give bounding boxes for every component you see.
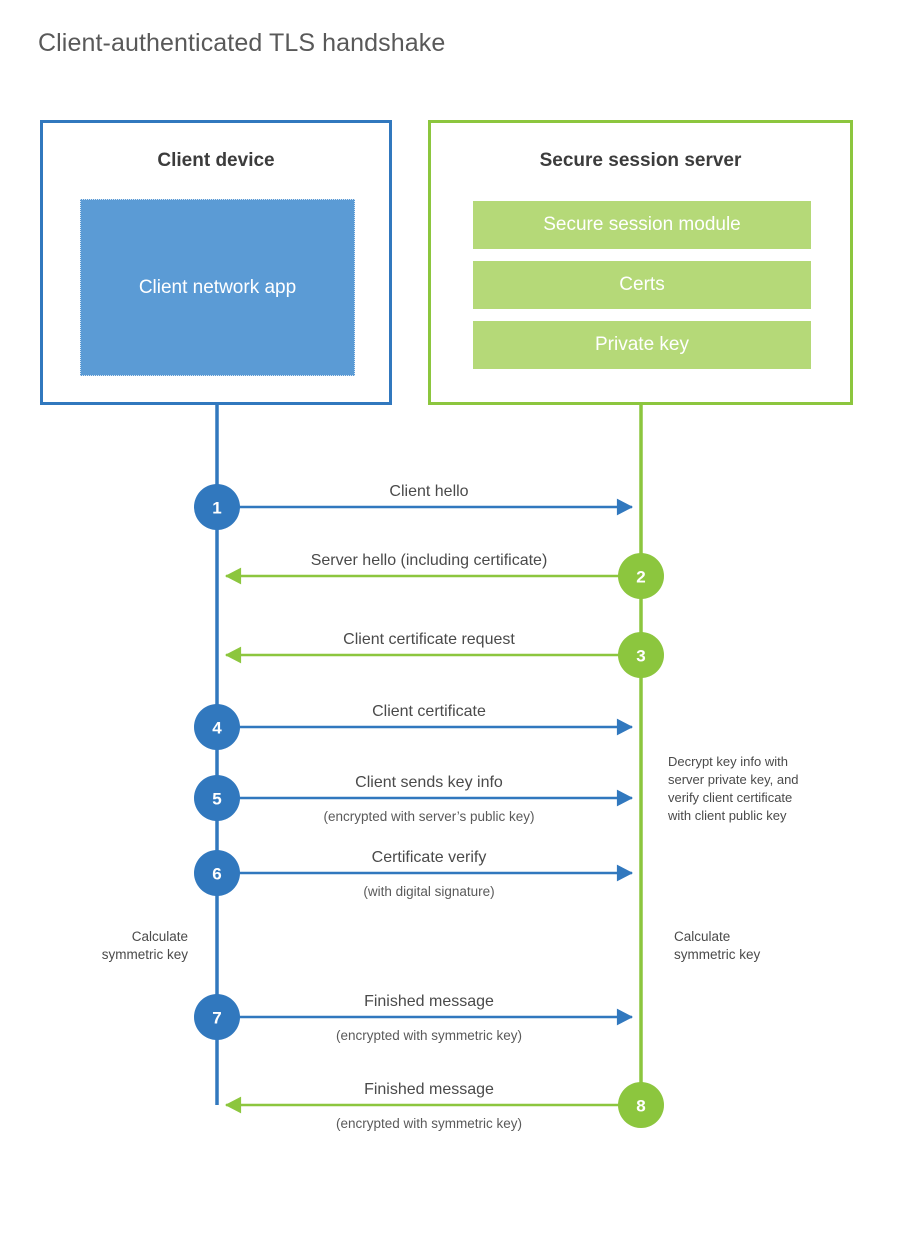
server-decrypt-note-line: Decrypt key info with	[668, 754, 788, 769]
client-calculate-symmetric-key-note-line: symmetric key	[102, 947, 189, 962]
client-device-title: Client device	[157, 150, 275, 171]
step-circle-3[interactable]	[618, 632, 664, 678]
message-label-2: Server hello (including certificate)	[311, 552, 548, 569]
server-component-label: Secure session module	[543, 214, 741, 235]
step-number-6: 6	[212, 865, 221, 884]
step-number-8: 8	[636, 1097, 645, 1116]
step-number-3: 3	[636, 647, 645, 666]
step-circle-4[interactable]	[194, 704, 240, 750]
step-number-2: 2	[636, 568, 645, 587]
page-title: Client-authenticated TLS handshake	[38, 29, 446, 57]
message-step-5: Client sends key info (encrypted with ser…	[194, 774, 634, 824]
client-network-app-label: Client network app	[138, 276, 297, 298]
step-circle-5[interactable]	[194, 775, 240, 821]
step-number-1: 1	[212, 499, 221, 518]
server-calculate-symmetric-key-note: Calculate symmetric key	[674, 929, 761, 962]
message-label-3: Client certificate request	[343, 631, 515, 648]
client-calculate-symmetric-key-note: Calculate symmetric key	[102, 929, 189, 962]
step-number-4: 4	[212, 719, 222, 738]
message-step-6: Certificate verify (with digital signatur…	[194, 849, 634, 899]
message-label-5: Client sends key info	[355, 774, 503, 791]
message-label-8: Finished message	[364, 1081, 494, 1098]
step-number-5: 5	[212, 790, 221, 809]
client-network-app-block: Client network app	[80, 199, 355, 376]
server-component-private-key: Private key	[473, 321, 811, 369]
message-step-4: Client certificate 4	[194, 703, 634, 750]
client-device-box: Client device Client network app	[40, 120, 392, 405]
server-calculate-symmetric-key-note-line: symmetric key	[674, 947, 761, 962]
message-sublabel-6: (with digital signature)	[363, 884, 494, 899]
server-component-certs: Certs	[473, 261, 811, 309]
server-decrypt-note: Decrypt key info with server private key,…	[667, 754, 799, 823]
message-step-7: Finished message (encrypted with symmetri…	[194, 993, 634, 1043]
message-step-2: Server hello (including certificate) 2	[224, 552, 664, 599]
message-step-1: Client hello 1	[194, 483, 634, 530]
message-step-3: Client certificate request 3	[224, 631, 664, 678]
step-circle-2[interactable]	[618, 553, 664, 599]
step-circle-7[interactable]	[194, 994, 240, 1040]
server-component-secure-session-module: Secure session module	[473, 201, 811, 249]
message-label-7: Finished message	[364, 993, 494, 1010]
message-label-6: Certificate verify	[372, 849, 487, 866]
step-circle-6[interactable]	[194, 850, 240, 896]
message-label-4: Client certificate	[372, 703, 486, 720]
message-sublabel-5: (encrypted with server’s public key)	[323, 809, 534, 824]
server-decrypt-note-line: with client public key	[667, 808, 787, 823]
message-sublabel-8: (encrypted with symmetric key)	[336, 1116, 522, 1131]
step-circle-1[interactable]	[194, 484, 240, 530]
message-label-1: Client hello	[389, 483, 468, 500]
server-decrypt-note-line: verify client certificate	[668, 790, 792, 805]
message-step-8: Finished message (encrypted with symmetri…	[224, 1081, 664, 1131]
server-decrypt-note-line: server private key, and	[668, 772, 799, 787]
message-sublabel-7: (encrypted with symmetric key)	[336, 1028, 522, 1043]
server-component-label: Private key	[595, 334, 689, 355]
secure-session-server-title: Secure session server	[539, 150, 742, 171]
step-circle-8[interactable]	[618, 1082, 664, 1128]
client-calculate-symmetric-key-note-line: Calculate	[132, 929, 188, 944]
secure-session-server-box: Secure session server Secure session mod…	[428, 120, 853, 405]
server-calculate-symmetric-key-note-line: Calculate	[674, 929, 730, 944]
server-component-label: Certs	[619, 274, 665, 295]
step-number-7: 7	[212, 1009, 221, 1028]
